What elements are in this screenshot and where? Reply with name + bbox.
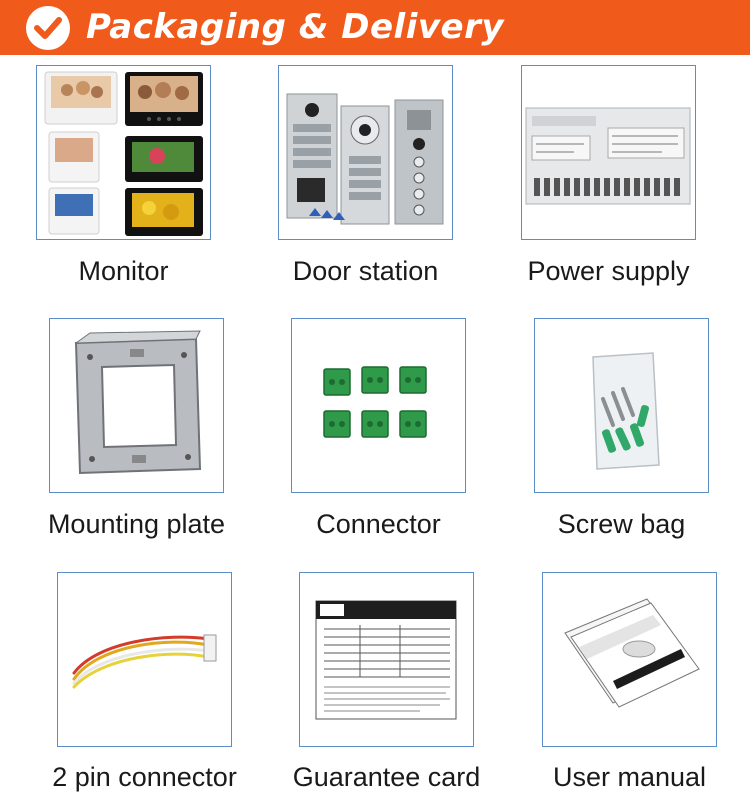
monitor-image	[36, 65, 211, 240]
check-circle-icon	[26, 6, 70, 50]
caption-mounting-plate: Mounting plate	[47, 509, 226, 539]
connector-icon	[323, 366, 427, 438]
monitor-icon	[44, 71, 203, 236]
guarantee-card-image	[299, 572, 474, 747]
power-supply-icon	[525, 107, 691, 205]
caption-screw-bag: Screw bag	[557, 509, 686, 539]
caption-door-station: Door station	[292, 256, 439, 286]
caption-monitor: Monitor	[78, 256, 169, 286]
user-manual-icon	[564, 598, 700, 708]
header-banner: Packaging & Delivery	[0, 0, 750, 55]
page-title: Packaging & Delivery	[86, 7, 504, 47]
caption-connector: Connector	[316, 509, 441, 539]
mounting-plate-image	[49, 318, 224, 493]
two-pin-connector-image	[57, 572, 232, 747]
connector-image	[291, 318, 466, 493]
power-supply-image	[521, 65, 696, 240]
caption-user-manual: User manual	[552, 762, 707, 792]
caption-power-supply: Power supply	[527, 256, 690, 286]
two-pin-connector-icon	[72, 634, 217, 689]
screw-bag-image	[534, 318, 709, 493]
user-manual-image	[542, 572, 717, 747]
screw-bag-icon	[592, 352, 660, 470]
caption-two-pin-connector: 2 pin connector	[52, 762, 237, 792]
mounting-plate-icon	[74, 330, 202, 475]
caption-guarantee-card: Guarantee card	[292, 762, 481, 792]
guarantee-card-icon	[315, 600, 457, 720]
door-station-icon	[286, 93, 444, 225]
door-station-image	[278, 65, 453, 240]
